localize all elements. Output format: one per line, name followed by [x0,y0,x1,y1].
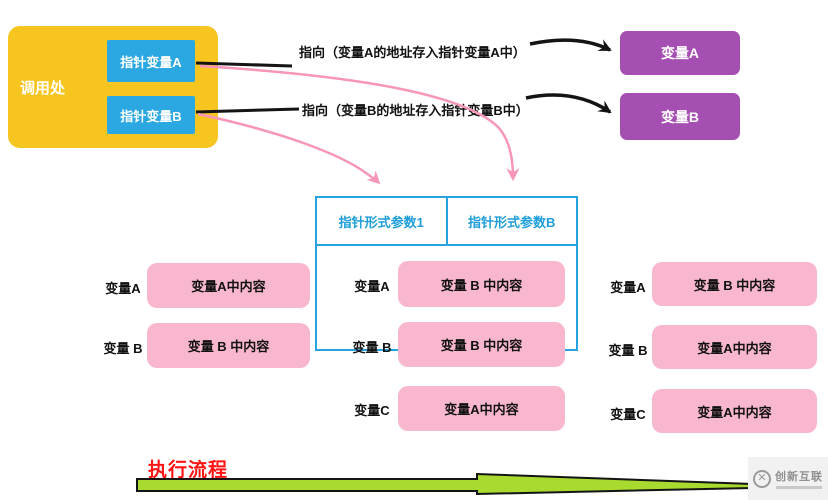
pointer-variable-b-box: 指针变量B [107,96,195,134]
execution-flow-label: 执行流程 [148,460,229,481]
middle-row-c-content: 变量A中内容 [398,386,565,431]
variable-b-box: 变量B [620,93,740,140]
pink-arrow-pointer-a-to-param [199,64,520,182]
parameter-table-header: 指针形式参数1 指针形式参数B [317,198,576,246]
left-row-b-content: 变量 B 中内容 [147,323,310,368]
right-row-b-label: 变量 B [608,343,648,358]
execution-flow-arrow [136,472,753,496]
right-row-c-content: 变量A中内容 [652,389,817,433]
watermark-caption [776,486,822,489]
left-row-b-label: 变量 B [103,341,143,356]
right-row-a-content: 变量 B 中内容 [652,262,817,306]
right-row-c-label: 变量C [610,407,646,422]
middle-row-a-label: 变量A [354,279,390,294]
black-arrow-to-variable-a [529,38,612,52]
param-header-1: 指针形式参数1 [317,198,448,244]
left-row-a-content: 变量A中内容 [147,263,310,308]
watermark-brand: 创新互联 [775,471,823,483]
param-header-2: 指针形式参数B [468,214,556,230]
left-row-a-label: 变量A [105,281,141,296]
pointer-variable-a-box: 指针变量A [107,40,195,82]
annotation-point-b: 指向（变量B的地址存入指针变量B中） [302,103,529,118]
pink-arrow-pointer-b-to-param [197,112,381,185]
right-row-b-content: 变量A中内容 [652,325,817,369]
middle-row-a-content: 变量 B 中内容 [398,261,565,307]
right-row-a-label: 变量A [610,280,646,295]
caller-label: 调用处 [20,80,66,97]
annotation-point-a: 指向（变量A的地址存入指针变量A中） [299,45,526,60]
variable-a-box: 变量A [620,31,740,75]
cx-logo-icon: ✕ [753,469,771,488]
black-arrow-to-variable-b [525,93,612,114]
middle-row-b-label: 变量 B [352,340,392,355]
middle-row-b-content: 变量 B 中内容 [398,322,565,367]
watermark-text: 创新互联 [775,468,823,489]
watermark: ✕ 创新互联 [748,457,828,500]
middle-row-c-label: 变量C [354,403,390,418]
